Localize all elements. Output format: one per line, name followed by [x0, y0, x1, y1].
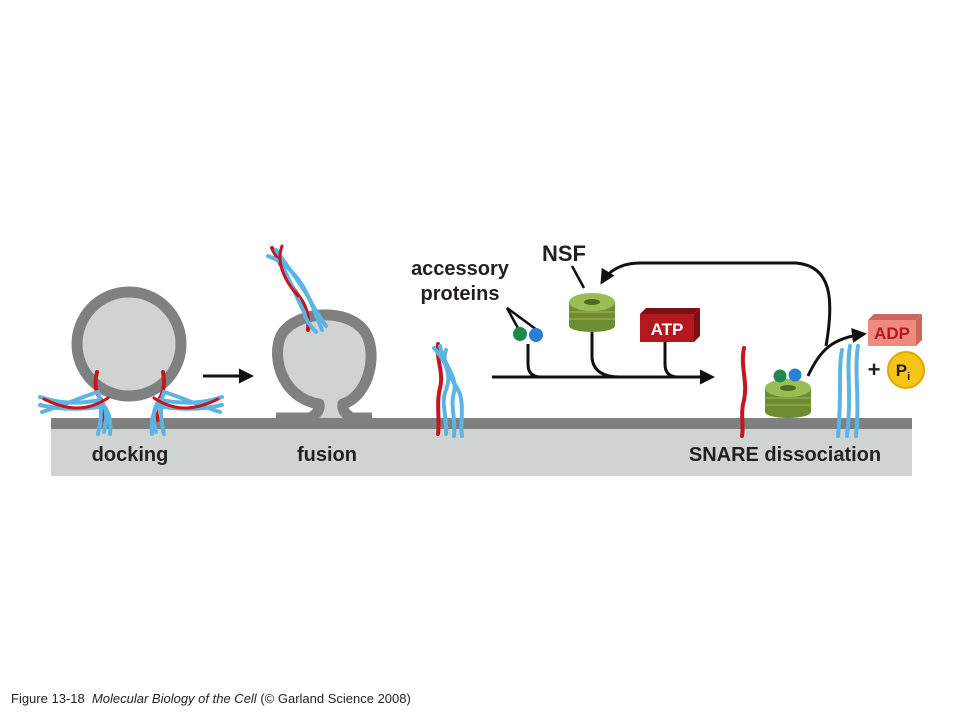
- nsf-label: NSF: [542, 241, 586, 266]
- free-v-snare: [740, 346, 748, 438]
- caption-book-title: Molecular Biology of the Cell: [91, 691, 257, 706]
- nsf-recycle-arrow: [600, 261, 832, 347]
- membrane-nsf-complex: [765, 368, 811, 418]
- docking-snare-complex-left: [38, 370, 113, 436]
- pi-label-main: P: [896, 361, 907, 380]
- plasma-membrane: [51, 418, 912, 429]
- cis-snare-complex: [432, 342, 464, 438]
- pi-label-sub: i: [907, 371, 910, 383]
- snare-dissociation-label: SNARE dissociation: [689, 444, 881, 466]
- free-t-snares: [836, 344, 860, 438]
- fusion-vesicle: [272, 309, 377, 424]
- cytosol-region: [51, 424, 912, 476]
- atp-box: [640, 308, 700, 342]
- nsf-branch-line: [590, 328, 621, 379]
- fusion-snare-complex: [266, 244, 328, 334]
- caption-credit: (© Garland Science 2008): [260, 691, 411, 706]
- accessory-branch-line: [526, 344, 542, 379]
- adp-box: [868, 314, 922, 346]
- adp-release-arrow: [806, 328, 867, 377]
- adp-label: ADP: [874, 324, 910, 343]
- nsf-ring-icon: [569, 293, 615, 332]
- docking-vesicle: [71, 286, 187, 402]
- fusion-label: fusion: [297, 444, 357, 466]
- accessory-label-line1: accessory: [411, 258, 510, 280]
- caption-figure-number: Figure 13-18: [11, 691, 85, 706]
- accessory-protein-icon: [505, 306, 543, 342]
- docking-snare-complex-right: [149, 370, 224, 436]
- nsf-pointer-line: [570, 265, 586, 289]
- figure-caption: Figure 13-18 Molecular Biology of the Ce…: [11, 691, 411, 706]
- phosphate-icon: [887, 351, 925, 389]
- pi-label: Pi: [896, 361, 910, 383]
- atp-branch-line: [663, 342, 679, 379]
- plus-sign: +: [868, 357, 881, 382]
- atp-label: ATP: [651, 320, 684, 339]
- docking-label: docking: [92, 444, 169, 466]
- accessory-label-line2: proteins: [421, 283, 500, 305]
